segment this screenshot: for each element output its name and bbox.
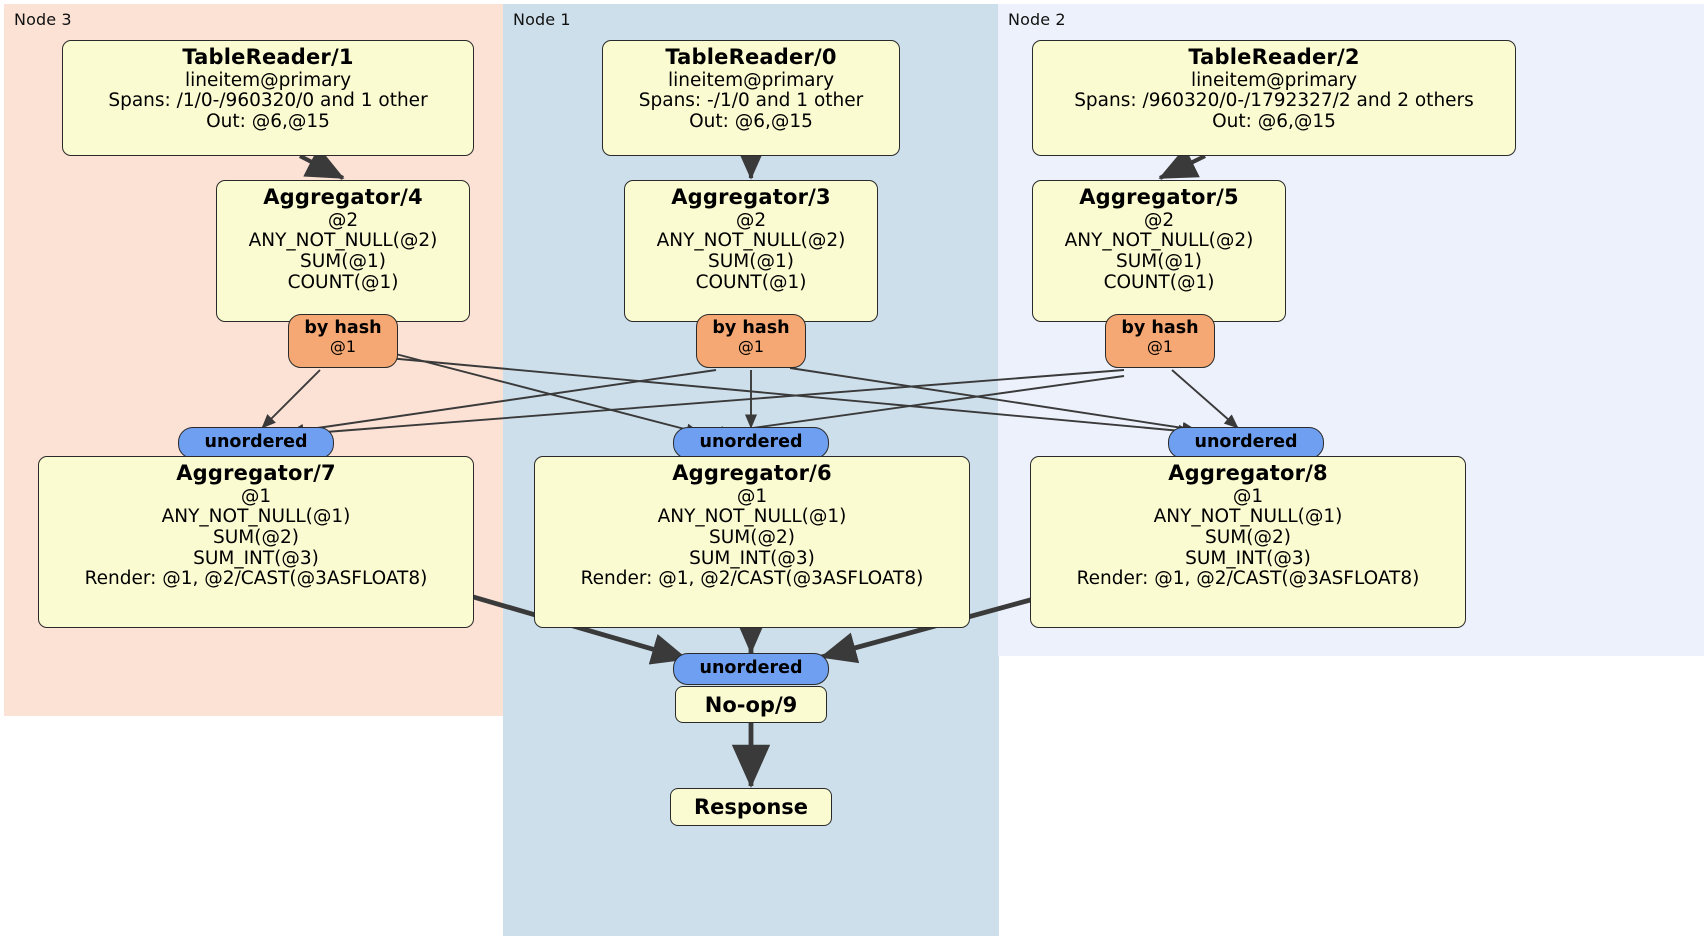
processor-detail-line: ANY_NOT_NULL(@1)	[1153, 506, 1343, 528]
processor-detail-line: @2	[1143, 209, 1175, 231]
processor-detail-line: ANY_NOT_NULL(@1)	[161, 506, 351, 528]
processor-detail-line: ANY_NOT_NULL(@2)	[248, 230, 438, 252]
processor-title: TableReader/2	[1188, 45, 1360, 69]
processor-detail-line: lineitem@primary	[1190, 69, 1358, 91]
input-synchronizer-unordered-right[interactable]: unordered	[1168, 427, 1324, 459]
receiver-label: unordered	[699, 432, 803, 453]
processor-table-reader-1[interactable]: TableReader/1 lineitem@primary Spans: /1…	[62, 40, 474, 156]
processor-table-reader-2[interactable]: TableReader/2 lineitem@primary Spans: /9…	[1032, 40, 1516, 156]
processor-detail-line: ANY_NOT_NULL(@1)	[657, 506, 847, 528]
processor-aggregator-7[interactable]: Aggregator/7 @1 ANY_NOT_NULL(@1) SUM(@2)…	[38, 456, 474, 628]
output-router-by-hash-left[interactable]: by hash @1	[288, 314, 398, 368]
processor-table-reader-0[interactable]: TableReader/0 lineitem@primary Spans: -/…	[602, 40, 900, 156]
receiver-label: unordered	[699, 658, 803, 679]
processor-render-line: Render: @1, @2/CAST(@3ASFLOAT8)	[580, 568, 924, 590]
processor-title: Aggregator/7	[176, 461, 336, 485]
node-panel-label-node-2: Node 2	[1008, 10, 1066, 29]
processor-detail-line: SUM(@1)	[1116, 250, 1202, 272]
processor-aggregator-8[interactable]: Aggregator/8 @1 ANY_NOT_NULL(@1) SUM(@2)…	[1030, 456, 1466, 628]
processor-detail-line: SUM_INT(@3)	[689, 547, 815, 569]
input-synchronizer-unordered-center[interactable]: unordered	[673, 427, 829, 459]
processor-detail-line: SUM_INT(@3)	[1185, 547, 1311, 569]
processor-title: Aggregator/4	[263, 185, 423, 209]
router-label: by hash	[1121, 318, 1199, 338]
processor-detail-line: Out: @6,@15	[689, 110, 813, 132]
router-column: @1	[737, 337, 765, 357]
processor-title: Response	[693, 795, 809, 819]
processor-detail-line: @2	[327, 209, 359, 231]
receiver-label: unordered	[204, 432, 308, 453]
output-router-by-hash-right[interactable]: by hash @1	[1105, 314, 1215, 368]
processor-detail-line: COUNT(@1)	[1103, 271, 1215, 293]
node-panel-label-node-3: Node 3	[14, 10, 72, 29]
processor-detail-line: @2	[735, 209, 767, 231]
processor-detail-line: lineitem@primary	[184, 69, 352, 91]
processor-response[interactable]: Response	[670, 788, 832, 826]
processor-render-line: Render: @1, @2/CAST(@3ASFLOAT8)	[84, 568, 428, 590]
processor-detail-line: SUM(@1)	[300, 250, 386, 272]
processor-title: Aggregator/6	[672, 461, 832, 485]
processor-detail-line: @1	[1232, 485, 1264, 507]
processor-aggregator-3[interactable]: Aggregator/3 @2 ANY_NOT_NULL(@2) SUM(@1)…	[624, 180, 878, 322]
processor-render-line: Render: @1, @2/CAST(@3ASFLOAT8)	[1076, 568, 1420, 590]
processor-detail-line: @1	[240, 485, 272, 507]
processor-title: Aggregator/8	[1168, 461, 1328, 485]
processor-no-op-9[interactable]: No-op/9	[675, 686, 827, 723]
processor-detail-line: Spans: /960320/0-/1792327/2 and 2 others	[1074, 90, 1474, 112]
input-synchronizer-unordered-final[interactable]: unordered	[673, 653, 829, 685]
router-column: @1	[329, 337, 357, 357]
processor-detail-line: ANY_NOT_NULL(@2)	[1064, 230, 1254, 252]
processor-aggregator-4[interactable]: Aggregator/4 @2 ANY_NOT_NULL(@2) SUM(@1)…	[216, 180, 470, 322]
processor-title: Aggregator/3	[671, 185, 831, 209]
processor-detail-line: Out: @6,@15	[1212, 110, 1336, 132]
processor-title: TableReader/1	[182, 45, 354, 69]
processor-detail-line: ANY_NOT_NULL(@2)	[656, 230, 846, 252]
processor-detail-line: COUNT(@1)	[695, 271, 807, 293]
processor-detail-line: SUM(@2)	[213, 526, 299, 548]
processor-detail-line: COUNT(@1)	[287, 271, 399, 293]
processor-detail-line: SUM(@2)	[1205, 526, 1291, 548]
router-label: by hash	[712, 318, 790, 338]
receiver-label: unordered	[1194, 432, 1298, 453]
output-router-by-hash-center[interactable]: by hash @1	[696, 314, 806, 368]
processor-detail-line: lineitem@primary	[667, 69, 835, 91]
processor-detail-line: SUM(@1)	[708, 250, 794, 272]
processor-title: No-op/9	[704, 692, 798, 717]
processor-detail-line: SUM_INT(@3)	[193, 547, 319, 569]
node-panel-label-node-1: Node 1	[513, 10, 571, 29]
input-synchronizer-unordered-left[interactable]: unordered	[178, 427, 334, 459]
router-label: by hash	[304, 318, 382, 338]
processor-detail-line: Spans: /1/0-/960320/0 and 1 other	[108, 90, 428, 112]
processor-title: Aggregator/5	[1079, 185, 1239, 209]
processor-title: TableReader/0	[665, 45, 837, 69]
processor-detail-line: Spans: -/1/0 and 1 other	[638, 90, 864, 112]
processor-aggregator-6[interactable]: Aggregator/6 @1 ANY_NOT_NULL(@1) SUM(@2)…	[534, 456, 970, 628]
router-column: @1	[1146, 337, 1174, 357]
processor-detail-line: Out: @6,@15	[206, 110, 330, 132]
processor-aggregator-5[interactable]: Aggregator/5 @2 ANY_NOT_NULL(@2) SUM(@1)…	[1032, 180, 1286, 322]
processor-detail-line: SUM(@2)	[709, 526, 795, 548]
processor-detail-line: @1	[736, 485, 768, 507]
